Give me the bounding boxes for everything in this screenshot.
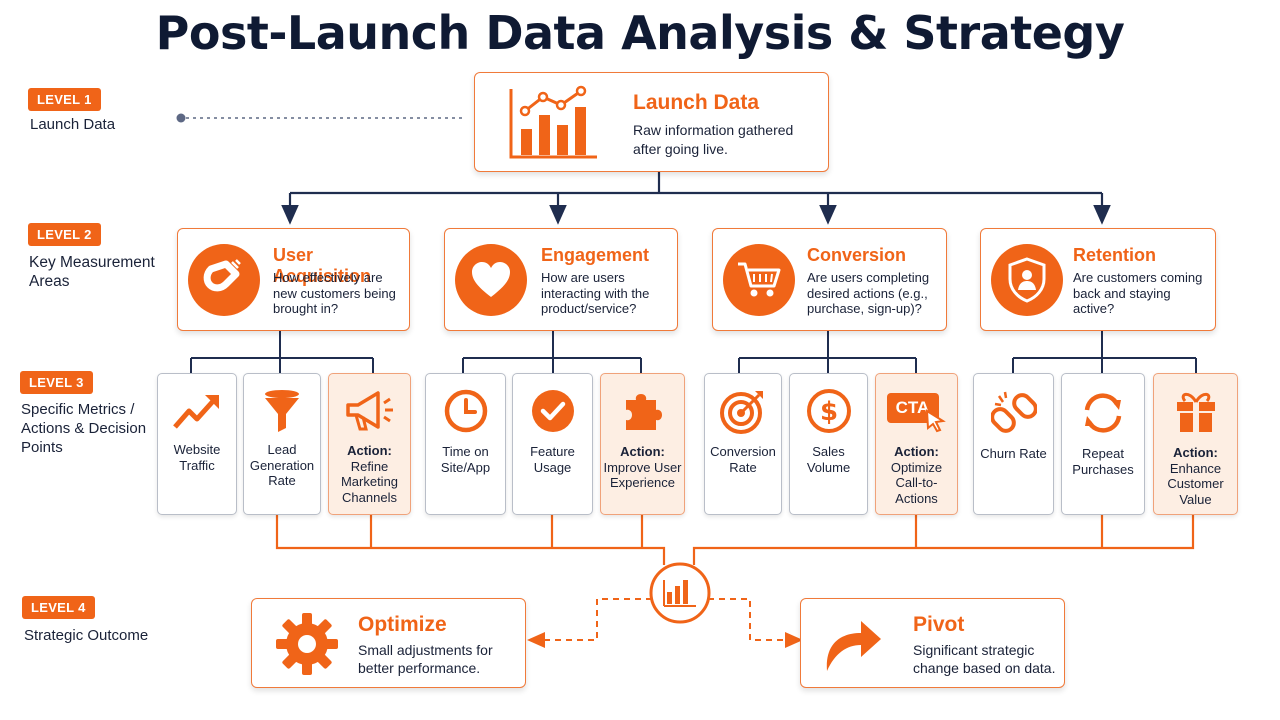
area-desc: Are users completing desired actions (e.… [807,270,930,316]
area-card-user-acquisition: User Acquisition How effectively are new… [177,228,410,331]
metric-churn-rate: Churn Rate [973,373,1054,515]
metric-label: Action: Refine Marketing Channels [331,443,408,505]
area-card-retention: Retention Are customers coming back and … [980,228,1216,331]
launch-data-card: Launch Data Raw information gathered aft… [474,72,829,172]
level-1-label: Launch Data [30,116,116,133]
clock-icon [426,386,505,436]
action-label: Action: [620,444,665,459]
area-title: Retention [1073,245,1156,265]
chart-trend-icon [505,85,601,161]
metric-label: Time on Site/App [440,444,491,475]
metric-label: Action: Enhance Customer Value [1156,445,1235,507]
check-circle-icon [513,386,592,436]
metric-lead-generation-rate: Lead Generation Rate [243,373,321,515]
megaphone-icon [329,386,410,436]
area-desc: How are users interacting with the produ… [541,270,650,316]
area-title: Conversion [807,245,907,265]
metric-label: Churn Rate [980,446,1047,461]
level-3-label: Specific Metrics / Actions & Decision Po… [21,401,147,456]
launch-data-title: Launch Data [633,91,760,114]
magnet-icon [188,244,260,316]
outcome-title: Pivot [913,613,965,636]
level-2-badge: LEVEL 2 [28,223,101,246]
metric-action-optimize-cta: CTA Action: Optimize Call-to-Actions [875,373,958,515]
metric-label: Action: Optimize Call-to-Actions [878,444,955,506]
cta-icon: CTA [876,386,957,436]
outcome-desc: Significant strategic change based on da… [913,642,1056,676]
level-4-badge: LEVEL 4 [22,596,95,619]
gear-icon [274,611,340,677]
metric-conversion-rate: Conversion Rate [704,373,782,515]
level-2-label: Key Measurement Areas [29,254,155,290]
funnel-icon [244,386,320,436]
svg-text:$: $ [819,397,837,427]
area-card-engagement: Engagement How are users interacting wit… [444,228,678,331]
gift-icon [1154,386,1237,436]
metric-label: Action: Improve User Experience [603,444,682,491]
outcome-card-pivot: Pivot Significant strategic change based… [800,598,1065,688]
outcome-desc: Small adjustments for better performance… [358,642,493,676]
area-card-conversion: Conversion Are users completing desired … [712,228,947,331]
curved-arrow-icon [819,611,885,677]
cart-icon [723,244,795,316]
action-label: Action: [1173,445,1218,460]
metric-label: Sales Volume [806,444,851,475]
outcome-card-optimize: Optimize Small adjustments for better pe… [251,598,526,688]
trend-up-icon [158,386,236,436]
heart-icon [455,244,527,316]
metric-action-enhance-value: Action: Enhance Customer Value [1153,373,1238,515]
level-4-label: Strategic Outcome [24,627,149,644]
dollar-icon: $ [790,386,867,436]
target-icon [705,386,781,436]
action-label: Action: [347,443,392,458]
metric-label: Conversion Rate [710,444,776,475]
broken-link-icon [974,388,1053,438]
metric-label: Website Traffic [173,442,221,473]
metric-label: Lead Generation Rate [249,442,315,488]
metric-action-improve-ux: Action: Improve User Experience [600,373,685,515]
action-text: Improve User Experience [603,459,682,491]
area-title: User Acquisition [273,245,371,286]
metric-action-refine-marketing: Action: Refine Marketing Channels [328,373,411,515]
metric-label: Feature Usage [530,444,575,475]
metric-label: Repeat Purchases [1072,446,1134,477]
area-desc: How effectively are new customers being … [273,270,396,316]
puzzle-icon [601,386,684,436]
metric-feature-usage: Feature Usage [512,373,593,515]
metric-website-traffic: Website Traffic [157,373,237,515]
page-title: Post-Launch Data Analysis & Strategy [155,6,1125,60]
action-text: Enhance Customer Value [1167,460,1224,507]
area-title: Engagement [541,245,650,265]
action-text: Optimize Call-to-Actions [890,459,943,506]
metric-sales-volume: $ Sales Volume [789,373,868,515]
metric-time-on-site: Time on Site/App [425,373,506,515]
shield-user-icon [991,244,1063,316]
area-desc: Are customers coming back and staying ac… [1073,270,1203,316]
refresh-icon [1062,388,1144,438]
level-1-badge: LEVEL 1 [28,88,101,111]
action-text: Refine Marketing Channels [340,458,399,505]
metric-repeat-purchases: Repeat Purchases [1061,373,1145,515]
launch-data-desc: Raw information gathered after going liv… [633,122,794,157]
outcome-title: Optimize [358,613,447,636]
action-label: Action: [894,444,939,459]
level-3-badge: LEVEL 3 [20,371,93,394]
